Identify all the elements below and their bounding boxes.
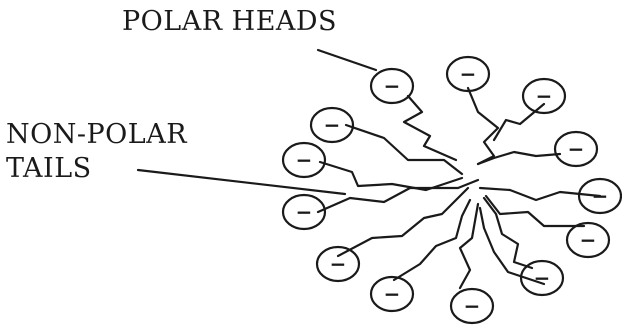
minus-sign: − (580, 228, 597, 252)
minus-sign: − (568, 137, 585, 161)
minus-sign: − (536, 84, 553, 108)
minus-sign: − (330, 252, 347, 276)
minus-sign: − (460, 62, 477, 86)
minus-sign: − (534, 266, 551, 290)
non-polar-tails-leader-line (138, 170, 345, 194)
tail-2 (468, 88, 498, 164)
polar-heads-leader-line (318, 50, 376, 70)
tail-8 (480, 188, 600, 200)
minus-sign: − (324, 113, 341, 137)
tail-6 (320, 162, 462, 190)
tail-11 (394, 200, 470, 280)
tail-13 (484, 198, 532, 268)
tail-1 (404, 96, 456, 160)
tail-3 (494, 104, 544, 140)
minus-sign: − (384, 282, 401, 306)
minus-sign: − (464, 294, 481, 318)
minus-sign: − (384, 74, 401, 98)
minus-sign: − (592, 184, 609, 208)
minus-sign: − (296, 148, 313, 172)
tail-5 (346, 125, 462, 174)
minus-sign: − (296, 200, 313, 224)
